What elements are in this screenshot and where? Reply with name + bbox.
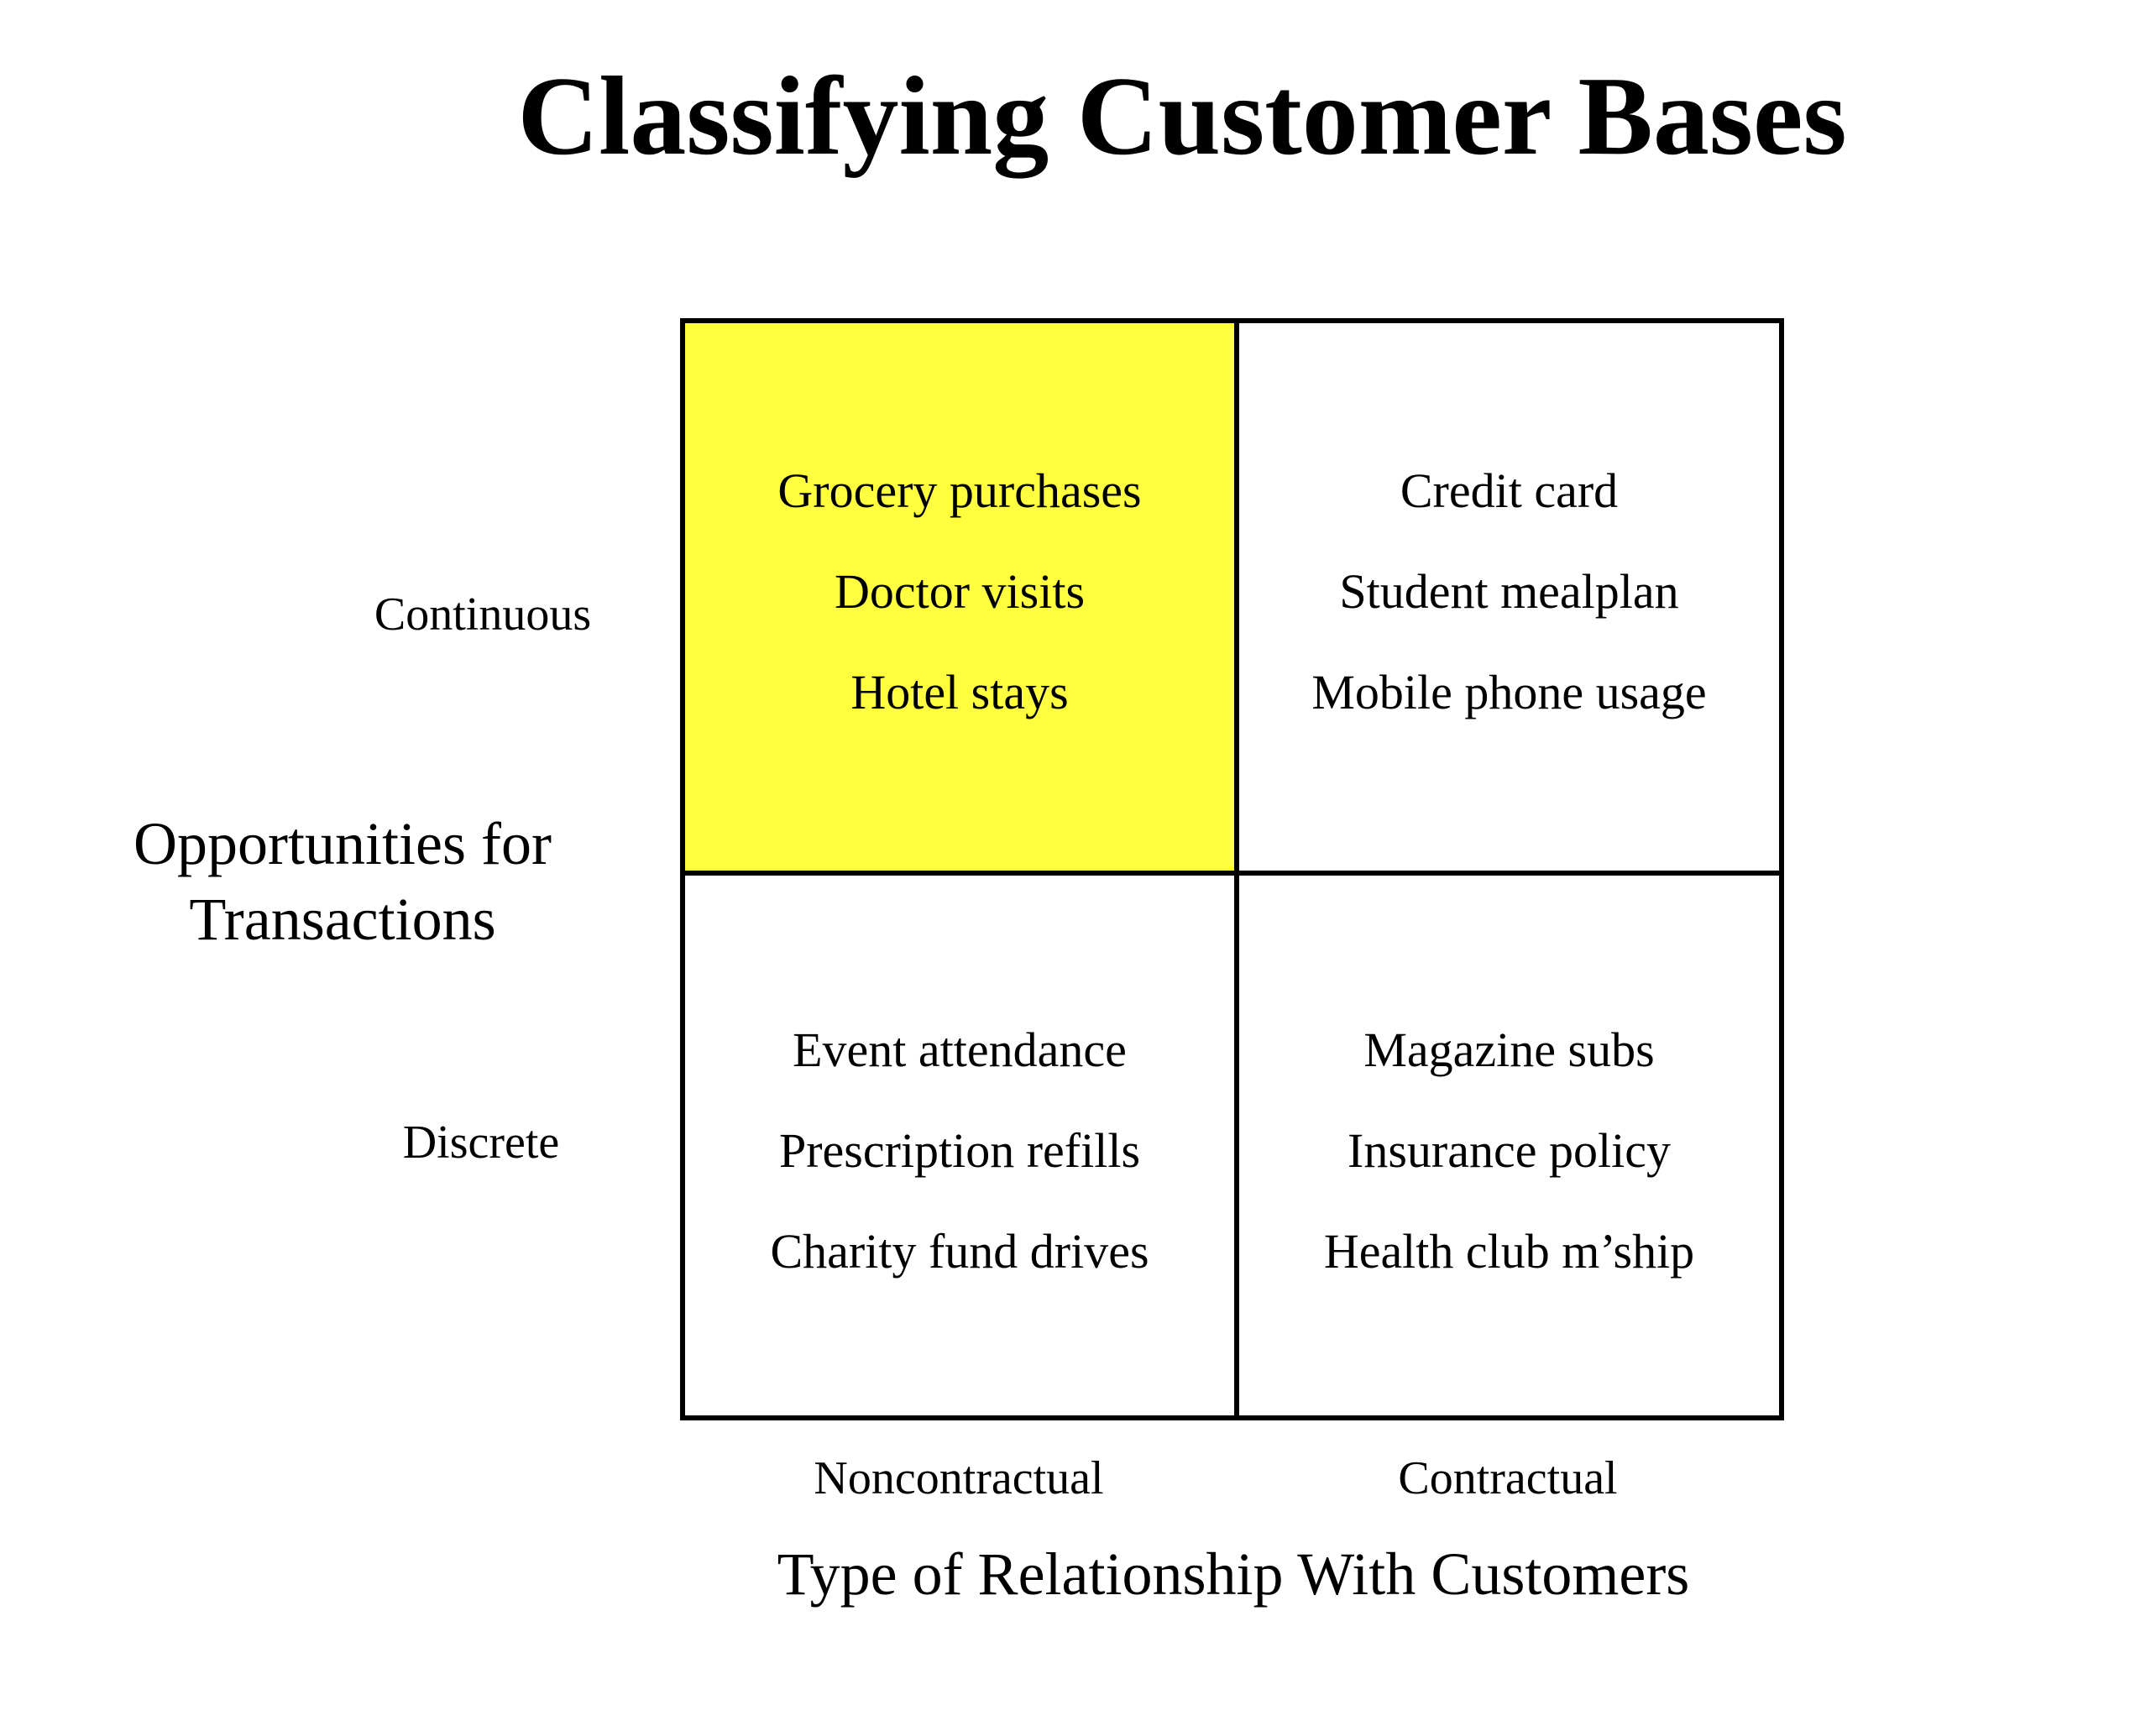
cell-discrete-contractual: Magazine subs Insurance policy Health cl… (1239, 876, 1779, 1415)
y-axis-title-line-2: Transactions (189, 886, 496, 953)
y-axis-title: Opportunities for Transactions (133, 806, 552, 957)
row-label-continuous: Continuous (374, 588, 592, 641)
column-label-noncontractual: Noncontractual (814, 1452, 1104, 1504)
cell-item: Grocery purchases (777, 463, 1142, 518)
column-label-contractual: Contractual (1398, 1452, 1618, 1504)
cell-continuous-noncontractual: Grocery purchases Doctor visits Hotel st… (685, 323, 1234, 871)
cell-item: Hotel stays (850, 665, 1069, 719)
cell-item: Charity fund drives (770, 1224, 1149, 1279)
x-axis-title: Type of Relationship With Customers (777, 1540, 1690, 1608)
cell-item: Magazine subs (1363, 1023, 1655, 1077)
cell-item: Health club m’ship (1323, 1224, 1695, 1279)
classification-grid: Grocery purchases Doctor visits Hotel st… (680, 318, 1784, 1420)
cell-item: Credit card (1400, 463, 1619, 518)
row-label-discrete: Discrete (402, 1117, 560, 1169)
y-axis-title-line-1: Opportunities for (133, 810, 552, 877)
cell-item: Student mealplan (1339, 564, 1679, 619)
cell-item-list: Event attendance Prescription refills Ch… (685, 1000, 1234, 1302)
cell-continuous-contractual: Credit card Student mealplan Mobile phon… (1239, 323, 1779, 871)
cell-item-list: Grocery purchases Doctor visits Hotel st… (685, 441, 1234, 743)
cell-item: Prescription refills (778, 1123, 1141, 1178)
cell-item: Mobile phone usage (1311, 665, 1707, 719)
cell-item-list: Credit card Student mealplan Mobile phon… (1239, 441, 1779, 743)
cell-item: Insurance policy (1348, 1123, 1671, 1178)
horizontal-divider (685, 871, 1779, 876)
cell-item: Event attendance (793, 1023, 1127, 1077)
diagram-title: Classifying Customer Bases (517, 54, 1847, 178)
cell-discrete-noncontractual: Event attendance Prescription refills Ch… (685, 876, 1234, 1415)
cell-item-list: Magazine subs Insurance policy Health cl… (1239, 1000, 1779, 1302)
cell-item: Doctor visits (834, 564, 1086, 619)
vertical-divider (1234, 323, 1239, 1415)
